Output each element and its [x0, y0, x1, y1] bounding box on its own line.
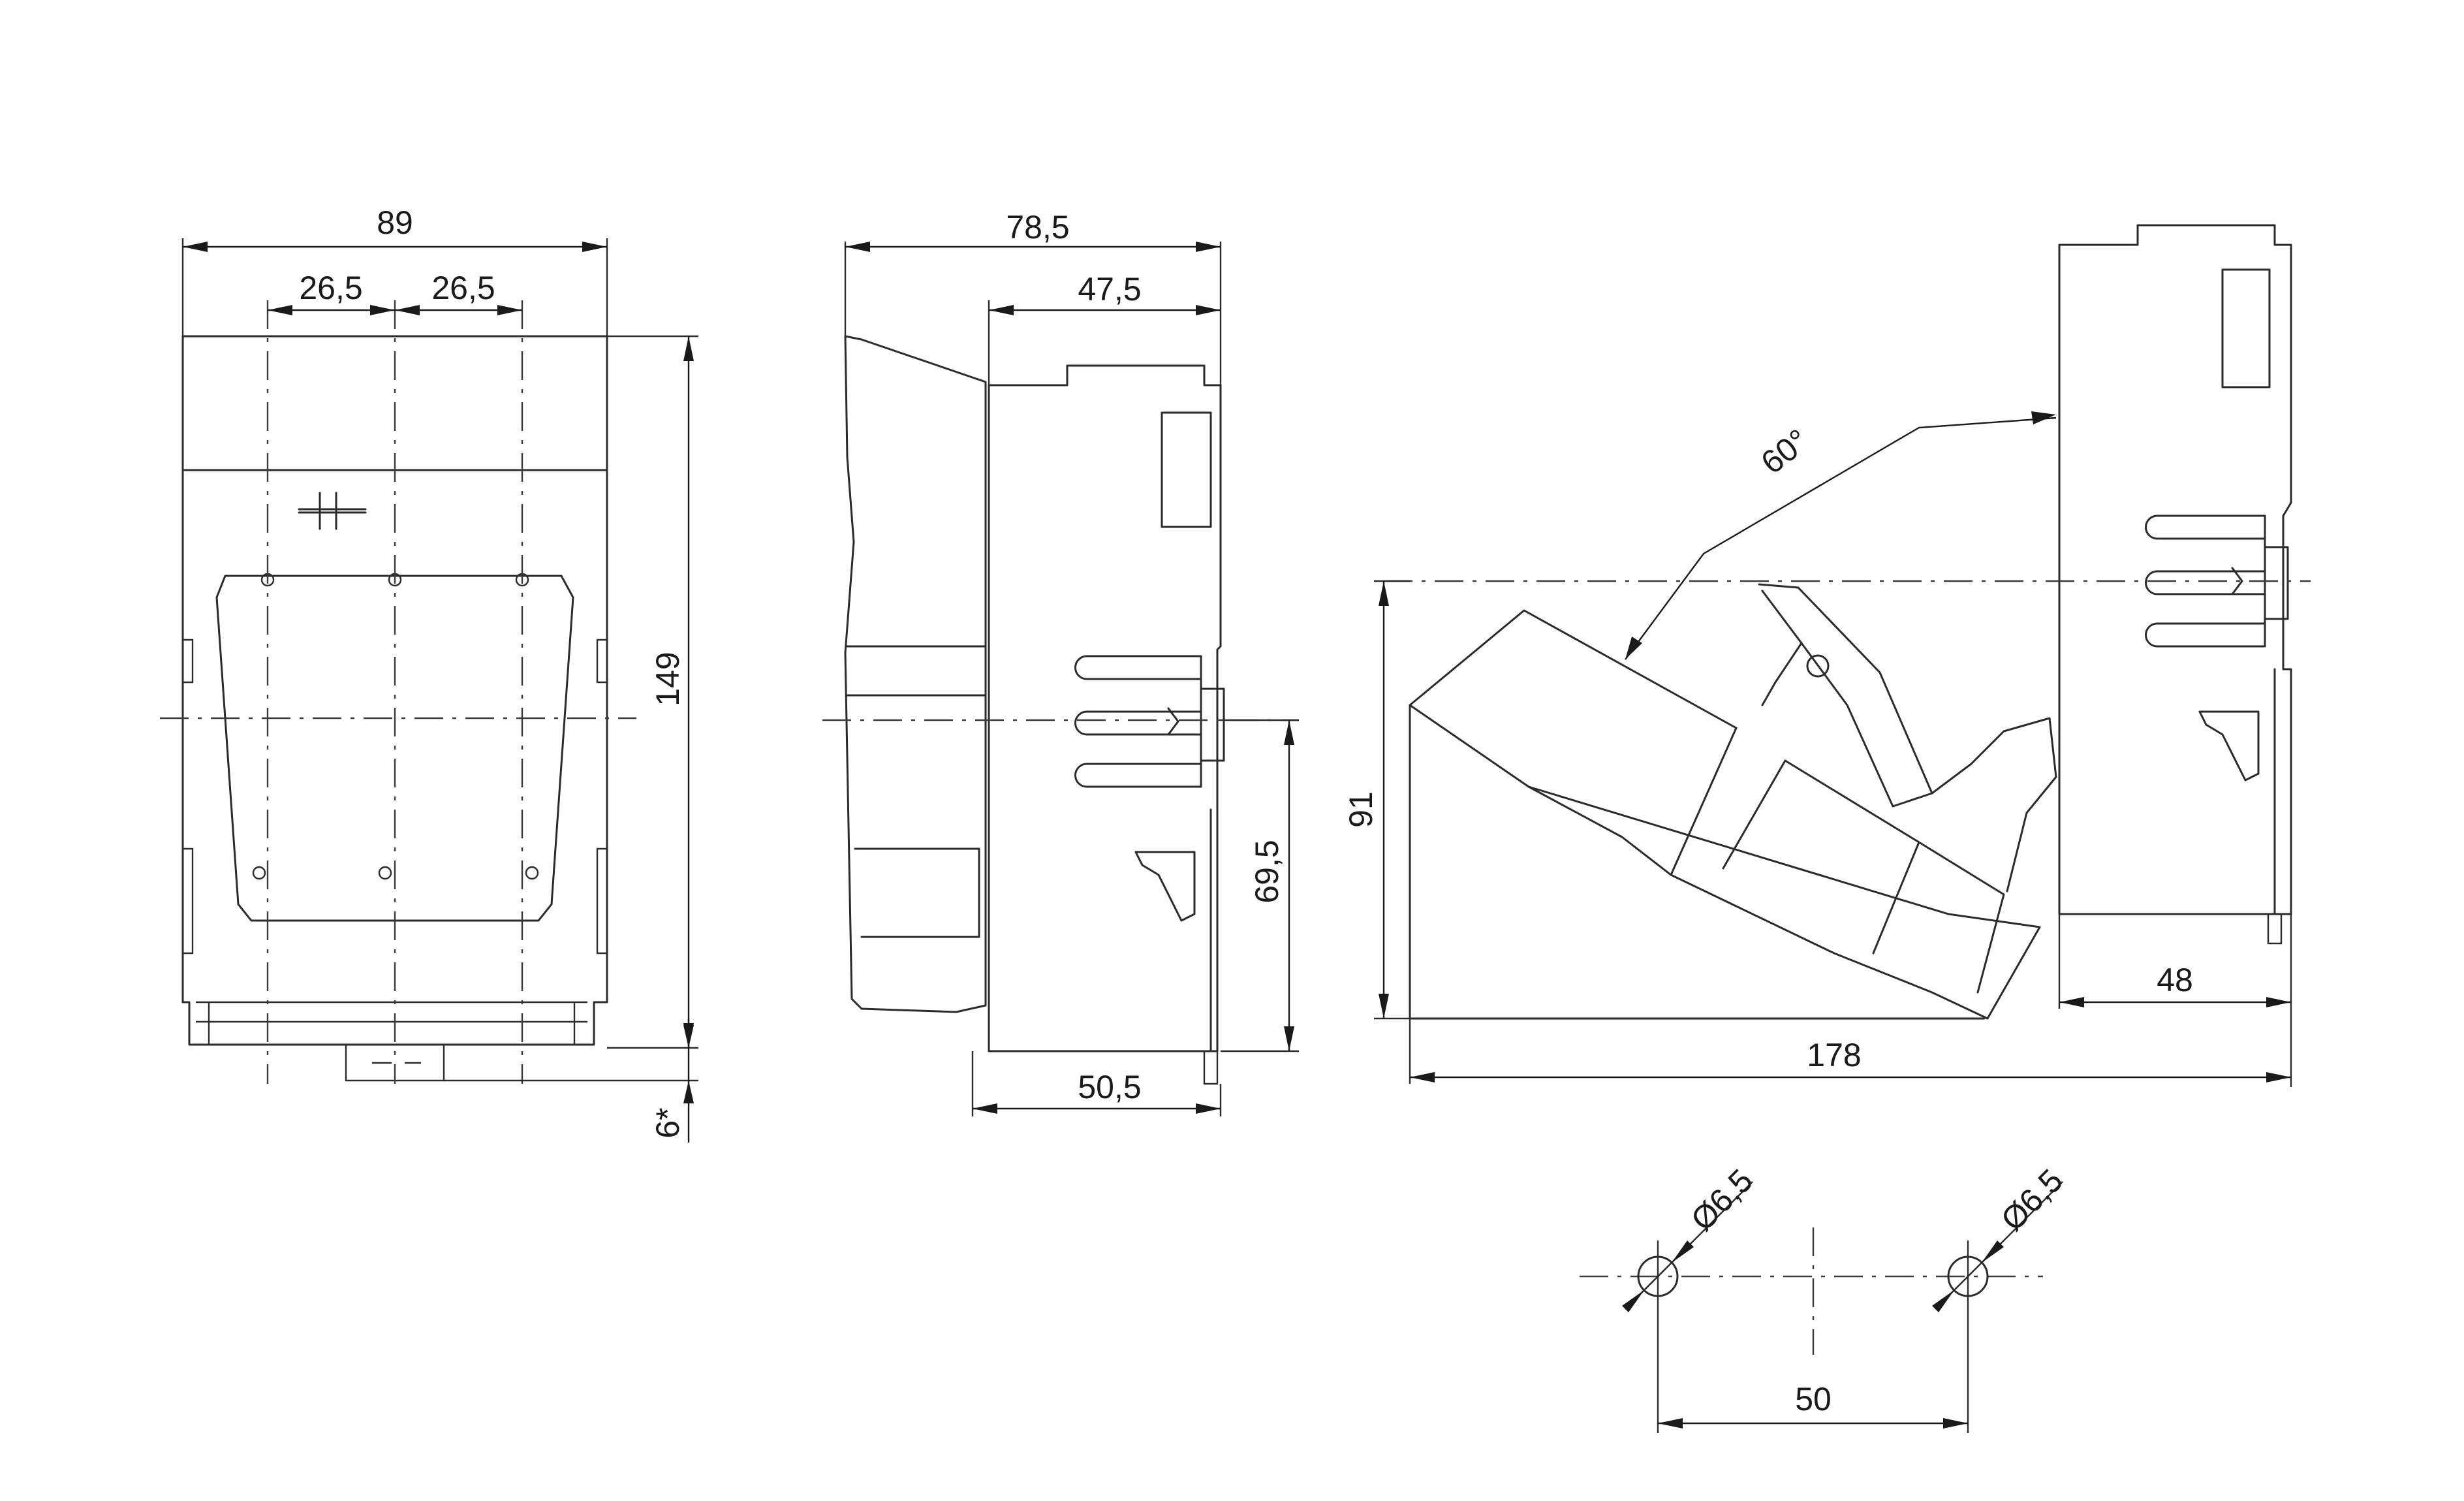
front-window [215, 575, 574, 922]
dim-front-width-label: 89 [377, 204, 413, 241]
side-handle-outline [844, 335, 987, 1013]
open-angle-arc [1625, 417, 2057, 660]
open-base-outline [2058, 224, 2292, 915]
hole-left [1637, 1256, 1679, 1297]
hole-left-arrow-in [1622, 1290, 1644, 1312]
dim-open-base-label: 48 [2157, 962, 2193, 998]
dim-hole-spacing: 50 [1658, 1381, 1968, 1429]
dim-front-pitch-right-label: 26,5 [431, 270, 495, 306]
hole-right-diameter-label: Ø6,5 [1994, 1162, 2070, 1238]
dim-front-pitch-left-label: 26,5 [299, 270, 362, 306]
dim-side-depth: 78,5 [845, 209, 1221, 252]
dim-side-upper: 47,5 [989, 271, 1221, 315]
front-mounting-holes [252, 573, 539, 880]
dim-front-width: 89 [183, 204, 607, 252]
side-base-outline [988, 364, 1222, 1052]
open-rail-foot [2267, 914, 2283, 945]
hole-left-arrow-out [1672, 1240, 1694, 1263]
cross-icon [298, 492, 367, 530]
dim-side-depth-label: 78,5 [1006, 209, 1069, 245]
open-angle-arrow-bottom [1625, 637, 1642, 659]
open-latch [2198, 668, 2276, 915]
dim-open-base: 48 [2059, 962, 2291, 1007]
open-label-window [2221, 268, 2271, 388]
side-rail-foot [1203, 1051, 1219, 1085]
dim-front-pitch: 26,5 26,5 [268, 270, 522, 315]
hole-left-diameter-label: Ø6,5 [1684, 1162, 1760, 1238]
dim-open-length: 178 [1410, 1037, 2291, 1082]
open-contacts [2145, 514, 2266, 648]
front-center-lines [160, 300, 636, 1084]
dim-open-height-label: 91 [1343, 791, 1379, 828]
front-bottom-rail [196, 1001, 587, 1045]
dim-open-angle-label: 60° [1754, 422, 1815, 481]
dim-side-lower: 50,5 [973, 1069, 1221, 1114]
open-view: 60° 91 48 178 [1343, 224, 2311, 1087]
side-extension-lines [844, 242, 1299, 1116]
open-lever-hole [1806, 654, 1830, 678]
open-lever [1758, 583, 1933, 808]
dim-hole-spacing-label: 50 [1795, 1381, 1832, 1417]
dim-front-height: 149 [649, 336, 694, 1048]
dim-side-lower-label: 50,5 [1078, 1069, 1141, 1105]
hole-extension-lines [1657, 1312, 1969, 1433]
open-terminal [2231, 546, 2289, 620]
dim-front-height-label: 149 [649, 652, 686, 706]
open-extension-lines [1374, 580, 2292, 1087]
front-side-clips [183, 639, 607, 955]
side-contacts [1074, 655, 1202, 788]
side-latch [1134, 808, 1212, 1052]
open-lever-link [1931, 717, 2057, 893]
dim-side-axis-height: 69,5 [1249, 720, 1294, 1051]
hole-right-arrow-in [1932, 1290, 1954, 1312]
hole-right-arrow-out [1982, 1240, 2004, 1263]
dim-open-height: 91 [1343, 581, 1389, 1019]
side-view: 78,5 47,5 50,5 69,5 [822, 209, 1299, 1116]
open-angle-arrow-top [2031, 411, 2056, 424]
dim-front-clip: 6* [649, 1019, 694, 1143]
dim-side-axis-height-label: 69,5 [1249, 840, 1285, 903]
dim-front-clip-label: 6* [649, 1107, 686, 1138]
front-extension-lines [181, 238, 698, 1082]
open-handle-grip [1722, 759, 2005, 994]
dim-open-length-label: 178 [1807, 1037, 1861, 1073]
side-terminal [1167, 687, 1225, 762]
side-handle-grip [854, 847, 980, 938]
front-body-outline [181, 335, 608, 1046]
dim-side-upper-label: 47,5 [1078, 271, 1141, 308]
hole-right [1947, 1256, 1989, 1297]
front-view: 89 26,5 26,5 149 6* [160, 204, 698, 1143]
side-label-window [1161, 411, 1212, 528]
hole-pattern: Ø6,5 Ø6,5 50 [1580, 1162, 2070, 1433]
